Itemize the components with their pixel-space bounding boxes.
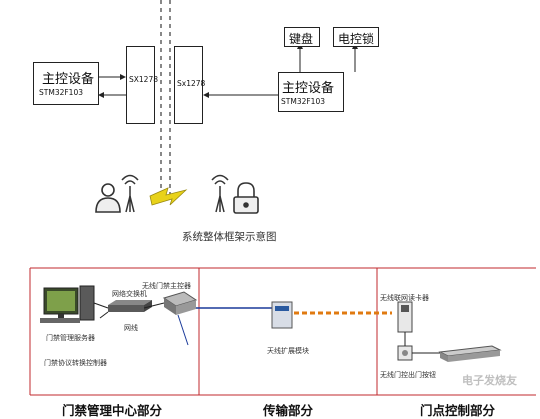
server-computer-icon <box>40 285 95 323</box>
keyboard-label: 键盘 <box>289 32 314 46</box>
right-radio-label: Sx1278 <box>177 79 206 88</box>
wireless-main-controller-label: 无线门禁主控器 <box>142 282 191 290</box>
door-lock-device-icon <box>438 345 502 362</box>
diagram-caption: 系统整体框架示意图 <box>182 231 277 243</box>
left-controller-title: 主控设备 <box>42 72 95 87</box>
lightning-icon <box>149 187 188 206</box>
protocol-converter-label: 门禁协议转换控制器 <box>44 359 107 367</box>
antenna-extender-icon <box>271 301 293 329</box>
electric-lock-box: 电控锁 <box>333 27 379 47</box>
switch-label: 网络交换机 <box>112 290 147 298</box>
exit-button-icon <box>397 345 413 361</box>
card-reader-label: 无线联网读卡器 <box>380 294 429 302</box>
section-title-center: 门禁管理中心部分 <box>62 403 163 418</box>
cable-server-switch <box>93 302 109 309</box>
section-frame <box>29 267 536 396</box>
card-reader-icon <box>397 301 413 333</box>
left-radio-label: SX1278 <box>129 75 158 84</box>
person-icon <box>95 183 121 213</box>
wireless-main-controller-icon <box>162 291 198 315</box>
extender-label: 天线扩展模块 <box>267 347 309 355</box>
antenna-icon-right <box>211 174 229 213</box>
right-radio-box: Sx1278 <box>174 46 206 124</box>
electric-lock-label: 电控锁 <box>338 32 375 46</box>
antenna-icon-left <box>121 174 139 213</box>
protocol-pointer-line <box>177 314 189 346</box>
padlock-icon <box>233 182 259 214</box>
left-controller-model: STM32F103 <box>39 88 83 97</box>
keyboard-box: 键盘 <box>284 27 320 47</box>
net-cable-label: 网线 <box>124 324 138 332</box>
server-label: 门禁管理服务器 <box>46 334 95 342</box>
cable-switch-controller <box>143 302 165 309</box>
watermark: 电子发烧友 <box>462 374 517 387</box>
right-controller-title: 主控设备 <box>282 81 335 96</box>
section-title-door-control: 门点控制部分 <box>420 403 496 418</box>
left-main-controller-box: 主控设备 STM32F103 <box>33 62 99 105</box>
right-controller-model: STM32F103 <box>281 97 325 106</box>
section-title-transmission: 传输部分 <box>263 403 314 418</box>
network-switch-icon <box>108 300 152 312</box>
right-main-controller-box: 主控设备 STM32F103 <box>278 72 344 112</box>
left-radio-box: SX1278 <box>126 46 158 124</box>
exit-button-label: 无线门控出门按钮 <box>380 371 436 379</box>
